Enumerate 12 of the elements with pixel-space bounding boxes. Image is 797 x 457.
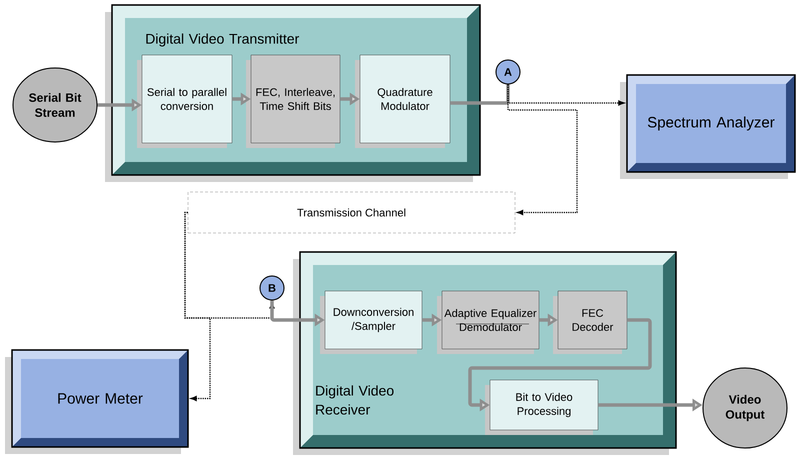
instrument-box: Power Meter [5,349,189,454]
instrument-box: Spectrum Analyzer [620,74,796,179]
process-box: Bit to Video Processing [485,380,598,435]
process-box: FEC, Interleave, Time Shift Bits [246,54,340,148]
process-box: Serial to parallel conversion [137,54,232,148]
arrow [507,84,578,216]
arrow [184,212,211,402]
process-box: Quadrature Modulator [355,54,450,148]
process-box: Downconversion /Sampler [320,290,422,354]
process-box: FEC Decoder [553,290,628,354]
process-box: Adaptive Equalizer Demodulator [437,290,540,354]
channel-box: Transmission Channel [188,192,516,234]
